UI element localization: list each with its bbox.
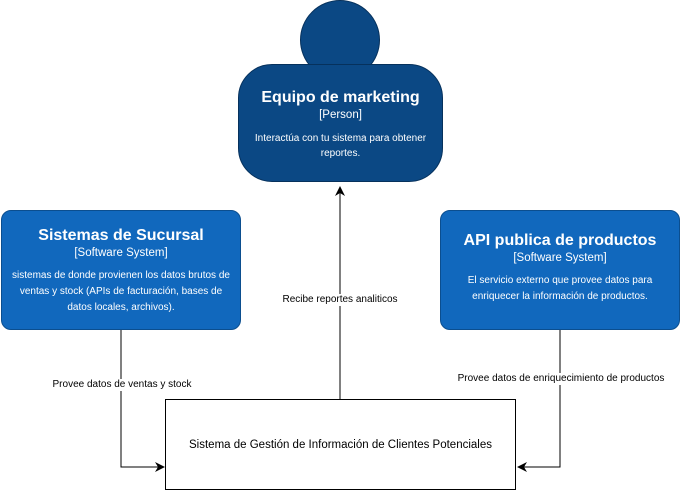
core-system-title: Sistema de Gestión de Información de Cli… xyxy=(189,438,492,451)
edge-label-product-enrichment: Provee datos de enriquecimiento de produ… xyxy=(457,373,665,385)
system-branch-systems[interactable]: Sistemas de Sucursal [Software System] s… xyxy=(1,210,241,330)
person-marketing-team[interactable]: Equipo de marketing [Person] Interactúa … xyxy=(238,64,443,182)
person-stereotype: [Person] xyxy=(319,109,362,121)
edge-branch-to-core xyxy=(120,330,165,472)
branch-systems-description: sistemas de donde provienen los datos br… xyxy=(12,270,230,313)
system-core-lead-management[interactable]: Sistema de Gestión de Información de Cli… xyxy=(165,399,516,490)
products-api-description: El servicio externo que provee datos par… xyxy=(467,275,653,302)
edge-label-sales-stock: Provee datos de ventas y stock xyxy=(52,379,192,391)
person-description: Interactúa con tu sistema para obtener r… xyxy=(254,133,427,159)
system-products-api[interactable]: API publica de productos [Software Syste… xyxy=(440,210,680,330)
edge-api-to-core xyxy=(517,330,561,472)
products-api-title: API publica de productos xyxy=(463,232,657,249)
person-title: Equipo de marketing xyxy=(261,89,420,106)
branch-systems-title: Sistemas de Sucursal xyxy=(38,227,204,244)
edge-label-receives-reports: Recibe reportes analiticos xyxy=(282,294,398,306)
branch-systems-stereotype: [Software System] xyxy=(74,247,168,259)
products-api-stereotype: [Software System] xyxy=(513,252,607,264)
